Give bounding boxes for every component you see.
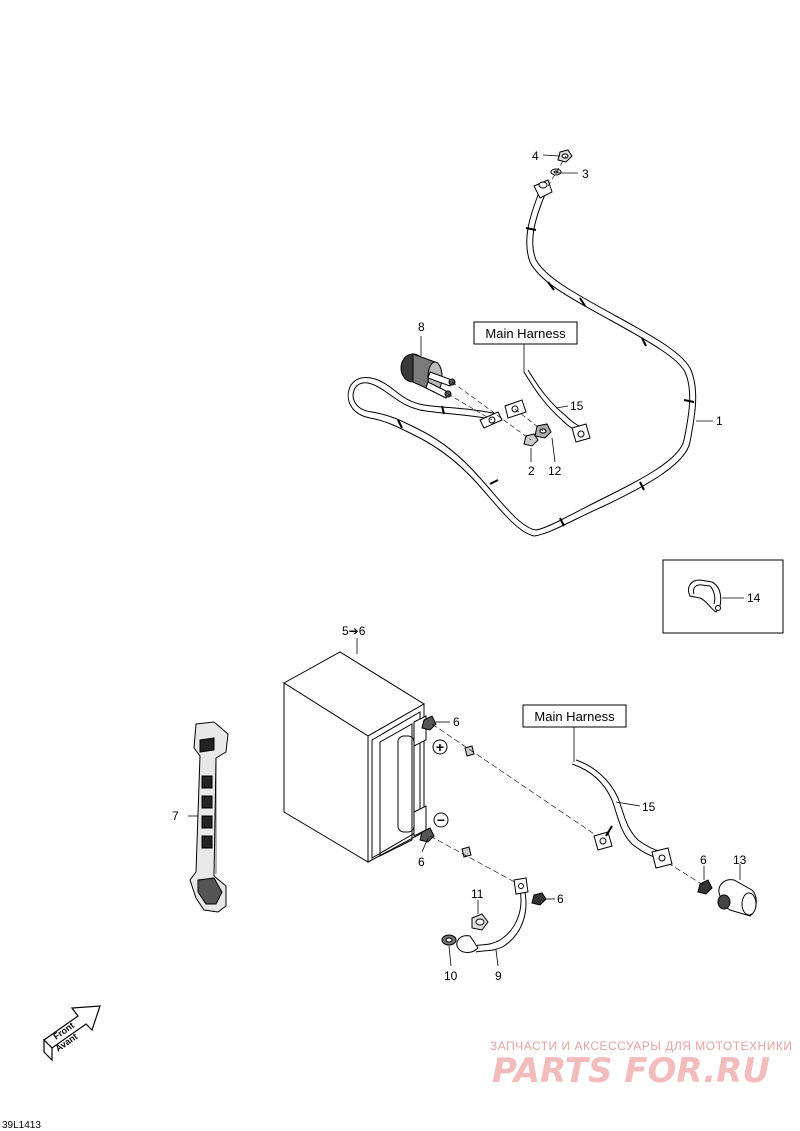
label-part-6-lug: 6 (557, 892, 564, 906)
dash-line-3 (547, 155, 567, 187)
watermark-tagline: ЗАПЧАСТИ И АКСЕССУАРЫ ДЛЯ МОТОТЕХНИКИ (490, 1039, 792, 1053)
main-harness-callout-bottom: Main Harness (534, 709, 615, 724)
label-part-12: 12 (548, 464, 562, 478)
terminal-boot-part-13 (717, 879, 757, 917)
leader-lines-lower (188, 721, 741, 967)
label-part-6-negative: 6 (418, 855, 425, 869)
alignment-dash-lines (447, 381, 544, 441)
nut-part-11 (471, 913, 489, 931)
label-part-6-positive: 6 (453, 715, 460, 729)
bolt-part-6-boot (697, 879, 713, 895)
front-orientation-arrow (43, 1005, 101, 1062)
battery-bolt-negative (419, 827, 435, 843)
ring-terminal-bracket (504, 399, 527, 419)
watermark-logo: PARTS FOR.RU (492, 1051, 770, 1091)
label-part-2: 2 (528, 464, 535, 478)
bolt-part-6-lug (531, 892, 547, 906)
label-part-1: 1 (716, 414, 723, 428)
clip-part-14 (687, 579, 722, 613)
short-cable-top (523, 369, 591, 443)
main-harness-callout-top-box (473, 321, 578, 345)
harness-end-terminal (533, 179, 553, 199)
label-part-6-boot: 6 (700, 853, 707, 867)
label-part-15-top: 15 (570, 399, 584, 413)
label-part-8: 8 (418, 320, 425, 334)
label-part-15-bottom: 15 (642, 800, 656, 814)
negative-cable (456, 877, 529, 953)
label-part-3: 3 (582, 167, 589, 181)
short-cable-bottom (571, 759, 673, 869)
label-part-5-to-6: 5➔6 (342, 624, 366, 638)
leader-lines-top (530, 154, 713, 463)
label-part-13: 13 (733, 853, 747, 867)
label-part-10: 10 (444, 969, 458, 983)
label-part-7: 7 (172, 809, 179, 823)
main-harness-cable (347, 189, 697, 537)
label-part-4: 4 (532, 149, 539, 163)
label-part-11: 11 (471, 887, 484, 901)
positive-marker-text: + (436, 739, 444, 755)
ring-terminal-upper (479, 411, 503, 429)
main-harness-callout-bottom-box (522, 704, 627, 728)
negative-marker (433, 812, 449, 828)
nut-part-4 (557, 149, 573, 163)
label-part-9: 9 (495, 969, 502, 983)
drawing-code: 39L1413 (2, 1120, 41, 1131)
main-harness-callout-top: Main Harness (485, 326, 566, 341)
label-part-14: 14 (747, 591, 761, 605)
inset-box-part-14 (662, 559, 784, 634)
positive-marker (432, 739, 448, 755)
battery (283, 651, 427, 863)
washer-part-3 (550, 168, 562, 176)
negative-marker-text: − (437, 812, 445, 828)
battery-strap-part-7 (189, 721, 229, 913)
star-washer-part-10 (441, 934, 457, 946)
starter-solenoid (400, 353, 456, 399)
battery-bolt-positive (421, 715, 437, 731)
square-nut-positive (464, 745, 475, 757)
